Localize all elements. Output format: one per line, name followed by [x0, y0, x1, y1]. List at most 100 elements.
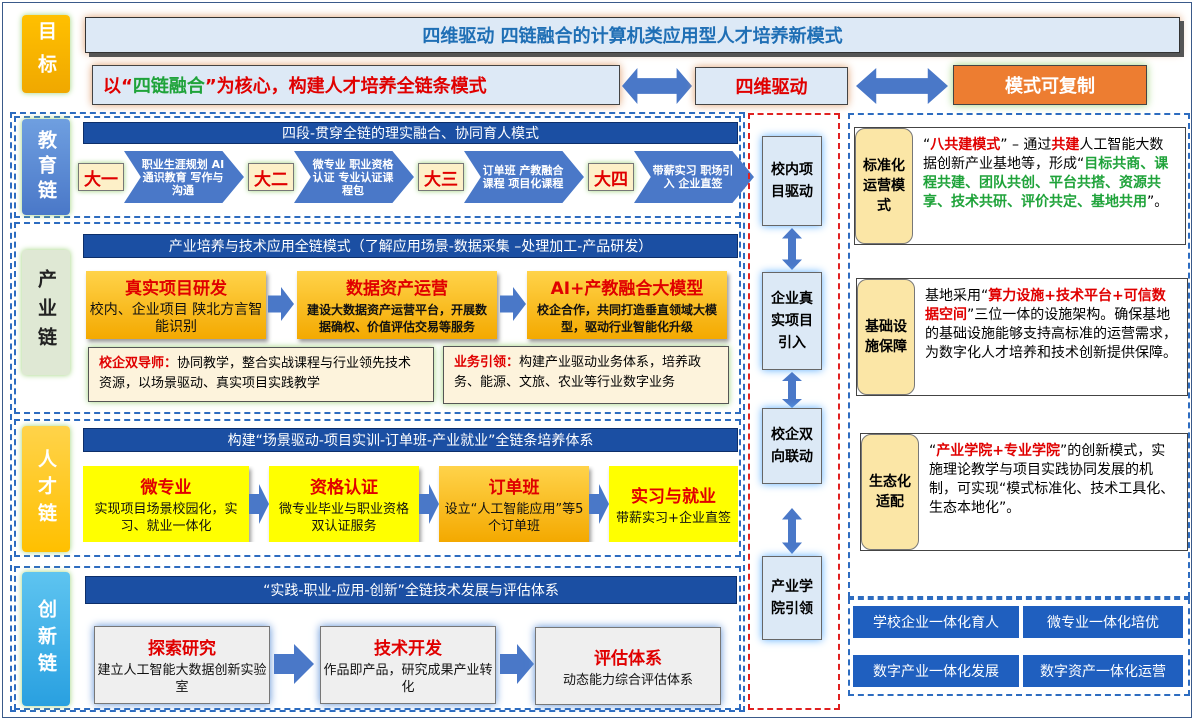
card-title: 探索研究 — [148, 639, 216, 659]
vertical-double-arrow-icon — [782, 372, 802, 408]
industry-note: 业务引领：构建产业驱动业务体系，培养政务、能源、文旅、农业等行业数字业务 — [443, 346, 729, 404]
text-run: ”三位一体的设施架构。确保基地的基础设施能够支持高标准的运营需求，为数字化人才培… — [925, 307, 1177, 361]
talent-card: 资格认证微专业毕业与职业资格双认证服务 — [269, 466, 419, 542]
card-title: 技术开发 — [374, 639, 442, 659]
talent-chain-label: 人才链 — [22, 426, 70, 552]
card-body: 动态能力综合评估体系 — [562, 672, 693, 688]
innovation-card: 评估体系动态能力综合评估体系 — [535, 627, 721, 705]
card-body: 实现项目场景校园化，实习、就业一体化 — [94, 502, 238, 534]
label-text: 人才链 — [35, 448, 57, 530]
education-chain-label: 教育链 — [22, 119, 70, 215]
step-chevron: 带薪实习 职场引入 企业直签 — [634, 151, 754, 203]
card-title: 数据资产运营 — [346, 279, 448, 299]
education-step: 大一职业生涯规划 AI通识教育 写作与沟通 — [78, 151, 244, 203]
industry-card: AI+产教融合大模型校企合作，共同打造垂直领域大模型，驱动行业智能化升级 — [527, 271, 727, 339]
industry-note: 校企双导师：协同教学，整合实战课程与行业领先技术资源，以场景驱动、真实项目实践教… — [88, 347, 434, 402]
text-run: 产业学院+专业学院 — [936, 443, 1060, 459]
year-label: 大一 — [78, 163, 124, 191]
talent-cards: 微专业实现项目场景校园化，实习、就业一体化资格认证微专业毕业与职业资格双认证服务… — [83, 466, 738, 542]
step-chevron: 订单班 产教融合课程 项目化课程 — [464, 151, 584, 203]
text-run: ”的创新模式，实施理论教学与项目实践协同发展的机制，可实现“模式标准化、技术工具… — [929, 443, 1175, 516]
card-body: 校内、企业项目 陕北方言智能识别 — [89, 302, 263, 335]
year-label: 大四 — [588, 163, 634, 191]
innovation-banner: “实践-职业-应用-创新”全链技术发展与评估体系 — [85, 576, 737, 604]
text-run: 基地采用“ — [925, 288, 989, 304]
integration-item: 微专业一体化培优 — [1022, 605, 1184, 639]
year-label: 大三 — [418, 163, 464, 191]
note-title: 业务引领： — [454, 355, 520, 370]
card-body: 建立人工智能大数据创新实验室 — [97, 663, 267, 695]
label-text: 产业链 — [35, 269, 57, 356]
support-card-label: 标准化运营模式 — [855, 128, 913, 244]
support-card-label: 基础设施保障 — [857, 279, 915, 395]
support-card: 基础设施保障基地采用“算力设施+技术平台+可信数据空间”三位一体的设施架构。确保… — [856, 278, 1188, 396]
year-label: 大二 — [248, 163, 294, 191]
education-step: 大三订单班 产教融合课程 项目化课程 — [418, 151, 584, 203]
industry-banner: 产业培养与技术应用全链模式（了解应用场景-数据采集 –处理加工-产品研发） — [83, 234, 738, 258]
core-highlight: 四链融合 — [132, 76, 205, 97]
text-run: 人工智能大数据创新产业基地等，形成“ — [923, 137, 1164, 172]
card-title: 评估体系 — [594, 648, 662, 669]
talent-card: 微专业实现项目场景校园化，实习、就业一体化 — [83, 466, 249, 542]
driver-box: 企业真实项目引入 — [762, 272, 822, 370]
driver-box: 校内项目驱动 — [762, 136, 822, 226]
vertical-double-arrow-icon — [782, 508, 802, 554]
drivers-column — [748, 113, 840, 710]
right-arrow-icon — [589, 484, 609, 524]
right-arrow-icon — [419, 484, 439, 524]
support-card-text: 基地采用“算力设施+技术平台+可信数据空间”三位一体的设施架构。确保基地的基础设… — [915, 279, 1187, 395]
card-title: 实习与就业 — [631, 486, 716, 507]
talent-card: 订单班设立“人工智能应用”等5个订单班 — [439, 466, 589, 542]
goal-label: 目标 — [22, 15, 70, 93]
label-text: 教育链 — [35, 129, 57, 205]
core-statement: 以“四链融合”为核心，构建人才培养全链条模式 — [92, 65, 620, 105]
text-run: “ — [929, 443, 937, 459]
card-body: 作品即产品，研究成果产业转化 — [323, 663, 493, 695]
support-card-text: “产业学院+专业学院”的创新模式，实施理论教学与项目实践协同发展的机制，可实现“… — [919, 434, 1187, 550]
text-run: ” – 通过 — [1000, 137, 1052, 153]
integration-item: 数字资产一体化运营 — [1022, 654, 1184, 688]
text-run: “ — [923, 137, 931, 153]
goal-label-text: 目标 — [35, 21, 57, 87]
step-chevron: 微专业 职业资格认证 专业认证课程包 — [294, 151, 414, 203]
innovation-chain-section — [14, 566, 741, 710]
text-run: ”。 — [1147, 194, 1169, 210]
industry-chain-label: 产业链 — [22, 250, 70, 375]
talent-banner: 构建“场景驱动-项目实训-订单班-产业就业”全链条培养体系 — [83, 428, 738, 452]
innovation-chain-label: 创新链 — [22, 572, 70, 706]
innovation-card: 探索研究建立人工智能大数据创新实验室 — [94, 626, 270, 704]
support-card: 生态化适配“产业学院+专业学院”的创新模式，实施理论教学与项目实践协同发展的机制… — [860, 433, 1188, 551]
core-prefix: 以“ — [103, 76, 133, 97]
card-title: 真实项目研发 — [125, 279, 227, 299]
card-title: 资格认证 — [310, 478, 378, 498]
card-body: 带薪实习+企业直签 — [616, 510, 731, 526]
card-title: 订单班 — [488, 478, 540, 498]
talent-card: 实习与就业带薪实习+企业直签 — [609, 466, 738, 542]
support-card-label: 生态化适配 — [861, 434, 919, 550]
chains-region — [10, 112, 745, 712]
right-arrow-icon — [249, 484, 269, 524]
replicable-box: 模式可复制 — [953, 65, 1147, 105]
note-body: 协同教学，整合实战课程与行业领先技术资源，以场景驱动、真实项目实践教学 — [99, 356, 412, 391]
integration-item: 数字产业一体化发展 — [852, 654, 1020, 688]
industry-card: 数据资产运营建设大数据资产运营平台，开展数据确权、价值评估交易等服务 — [297, 271, 497, 339]
note-body: 构建产业驱动业务体系，培养政务、能源、文旅、农业等行业数字业务 — [454, 355, 702, 390]
card-body: 建设大数据资产运营平台，开展数据确权、价值评估交易等服务 — [306, 303, 487, 334]
integration-region — [848, 598, 1190, 696]
education-step: 大二微专业 职业资格认证 专业认证课程包 — [248, 151, 414, 203]
card-body: 设立“人工智能应用”等5个订单班 — [444, 502, 584, 534]
note-title: 校企双导师： — [99, 356, 178, 371]
text-run: 共建 — [1051, 137, 1080, 153]
card-title: AI+产教融合大模型 — [550, 279, 704, 299]
card-body: 校企合作，共同打造垂直领域大模型，驱动行业智能化升级 — [536, 303, 717, 334]
text-run: 目标共商、课程共建、团队共创、平台共搭、资源共享、技术共研、评价共定、基地共用 — [923, 156, 1169, 210]
card-title: 微专业 — [140, 478, 192, 498]
text-run: 算力设施+技术平台+可信数据空间 — [925, 288, 1166, 323]
education-step: 大四带薪实习 职场引入 企业直签 — [588, 151, 754, 203]
four-drive-box: 四维驱动 — [695, 67, 848, 105]
driver-box: 产业学院引领 — [762, 556, 822, 640]
driver-box: 校企双向联动 — [762, 408, 822, 484]
text-run: 八共建模式 — [930, 137, 1001, 153]
support-card: 标准化运营模式 “八共建模式” – 通过共建人工智能大数据创新产业基地等，形成“目… — [854, 127, 1186, 245]
